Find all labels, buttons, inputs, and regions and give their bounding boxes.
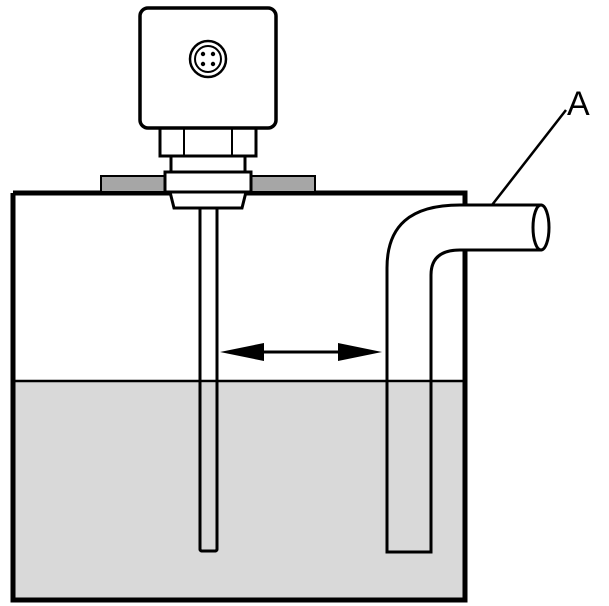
process-connection (158, 126, 258, 210)
double-headed-arrow-icon (220, 343, 382, 361)
pipe-callout-label: A (567, 85, 590, 123)
m12-connector-icon (188, 39, 228, 79)
pipe-open-end (531, 203, 551, 252)
callout-leader-line (491, 109, 567, 206)
pipe-a (385, 203, 551, 554)
